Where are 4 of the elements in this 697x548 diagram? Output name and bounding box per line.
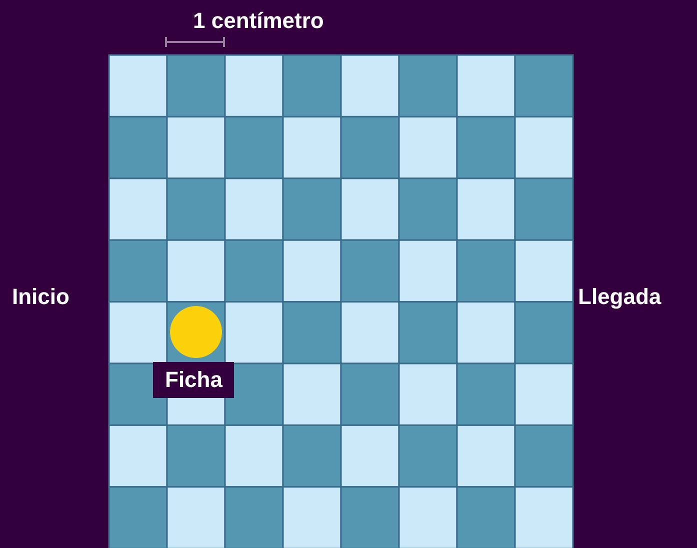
finish-label: Llegada [578, 284, 662, 310]
start-label: Inicio [12, 284, 70, 310]
token-label: Ficha [153, 362, 234, 398]
dimension-label: 1 centímetro [193, 8, 324, 34]
